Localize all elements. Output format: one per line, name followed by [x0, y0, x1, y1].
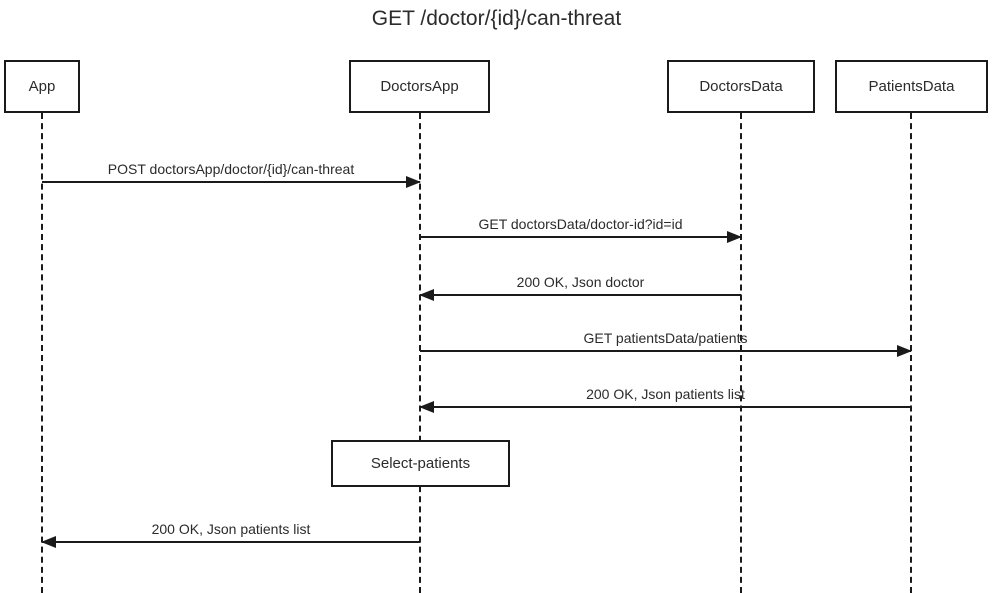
message-arrow — [420, 231, 742, 243]
lifeline-doctors-app — [419, 113, 421, 593]
arrowhead-right-icon — [897, 345, 912, 357]
diagram-title: GET /doctor/{id}/can-threat — [371, 7, 622, 30]
message-arrow — [420, 345, 912, 357]
action-box-select-patients: Select-patients — [331, 440, 510, 487]
message-arrow — [419, 289, 741, 301]
actor-label-doctors-app: DoctorsApp — [380, 78, 459, 95]
message-arrow — [41, 536, 420, 548]
message-200-json-patients-list: 200 OK, Json patients list — [419, 386, 911, 413]
message-get-patients: GET patientsData/patients — [420, 330, 912, 357]
actor-box-doctors-app: DoctorsApp — [349, 60, 490, 113]
lifeline-app — [41, 113, 43, 593]
message-arrow — [42, 176, 421, 188]
actor-box-doctors-data: DoctorsData — [667, 60, 815, 113]
actor-label-doctors-data: DoctorsData — [699, 78, 783, 95]
message-200-json-patients-list-reply: 200 OK, Json patients list — [41, 521, 420, 548]
message-post-can-threat: POST doctorsApp/doctor/{id}/can-threat — [42, 161, 421, 188]
arrowhead-left-icon — [419, 401, 434, 413]
message-arrow — [419, 401, 911, 413]
message-label: POST doctorsApp/doctor/{id}/can-threat — [107, 161, 355, 177]
actor-box-app: App — [4, 60, 80, 113]
message-200-json-doctor: 200 OK, Json doctor — [419, 274, 741, 301]
message-label: 200 OK, Json patients list — [151, 521, 311, 537]
message-get-doctor-id: GET doctorsData/doctor-id?id=id — [420, 216, 742, 243]
arrowhead-left-icon — [41, 536, 56, 548]
arrowhead-right-icon — [406, 176, 421, 188]
actor-box-patients-data: PatientsData — [835, 60, 988, 113]
message-label: GET doctorsData/doctor-id?id=id — [478, 216, 683, 232]
action-box-label: Select-patients — [370, 455, 471, 472]
actor-label-patients-data: PatientsData — [868, 78, 955, 95]
arrowhead-left-icon — [419, 289, 434, 301]
lifeline-doctors-data — [740, 113, 742, 593]
message-label: GET patientsData/patients — [583, 330, 748, 346]
actor-label-app: App — [28, 78, 56, 95]
arrowhead-right-icon — [727, 231, 742, 243]
message-label: 200 OK, Json doctor — [516, 274, 645, 290]
message-label: 200 OK, Json patients list — [586, 386, 745, 402]
